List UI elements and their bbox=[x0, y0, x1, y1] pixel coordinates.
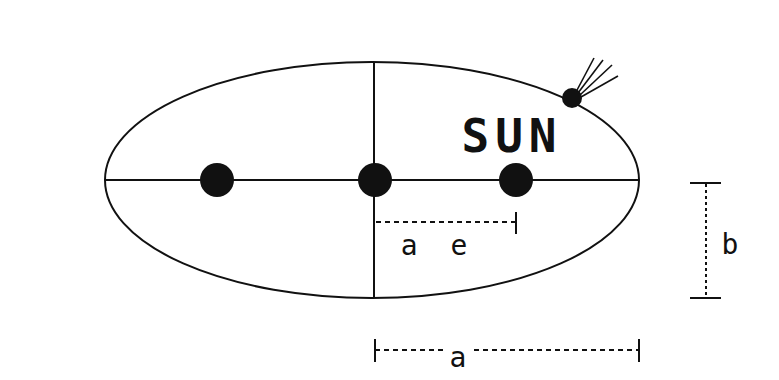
sun-focus bbox=[499, 163, 533, 197]
dimension-tick bbox=[374, 339, 376, 362]
dimension-tick bbox=[638, 339, 640, 362]
dimension-label: b bbox=[722, 231, 739, 259]
distance-label: a e bbox=[401, 232, 476, 260]
comet-tail bbox=[576, 58, 618, 97]
dimension-tick bbox=[690, 297, 721, 299]
dimension-label: a bbox=[446, 344, 471, 372]
dimension-tick bbox=[515, 212, 517, 234]
focal-distance-line bbox=[376, 221, 515, 223]
semi-major-dimension bbox=[375, 349, 638, 351]
center-dot bbox=[358, 163, 392, 197]
comet-head bbox=[562, 88, 582, 108]
semi-minor-dimension bbox=[705, 184, 707, 298]
dimension-tick bbox=[690, 182, 721, 184]
empty-focus bbox=[200, 163, 234, 197]
sun-label: SUN bbox=[461, 113, 562, 159]
orbit-ellipse bbox=[105, 62, 639, 298]
